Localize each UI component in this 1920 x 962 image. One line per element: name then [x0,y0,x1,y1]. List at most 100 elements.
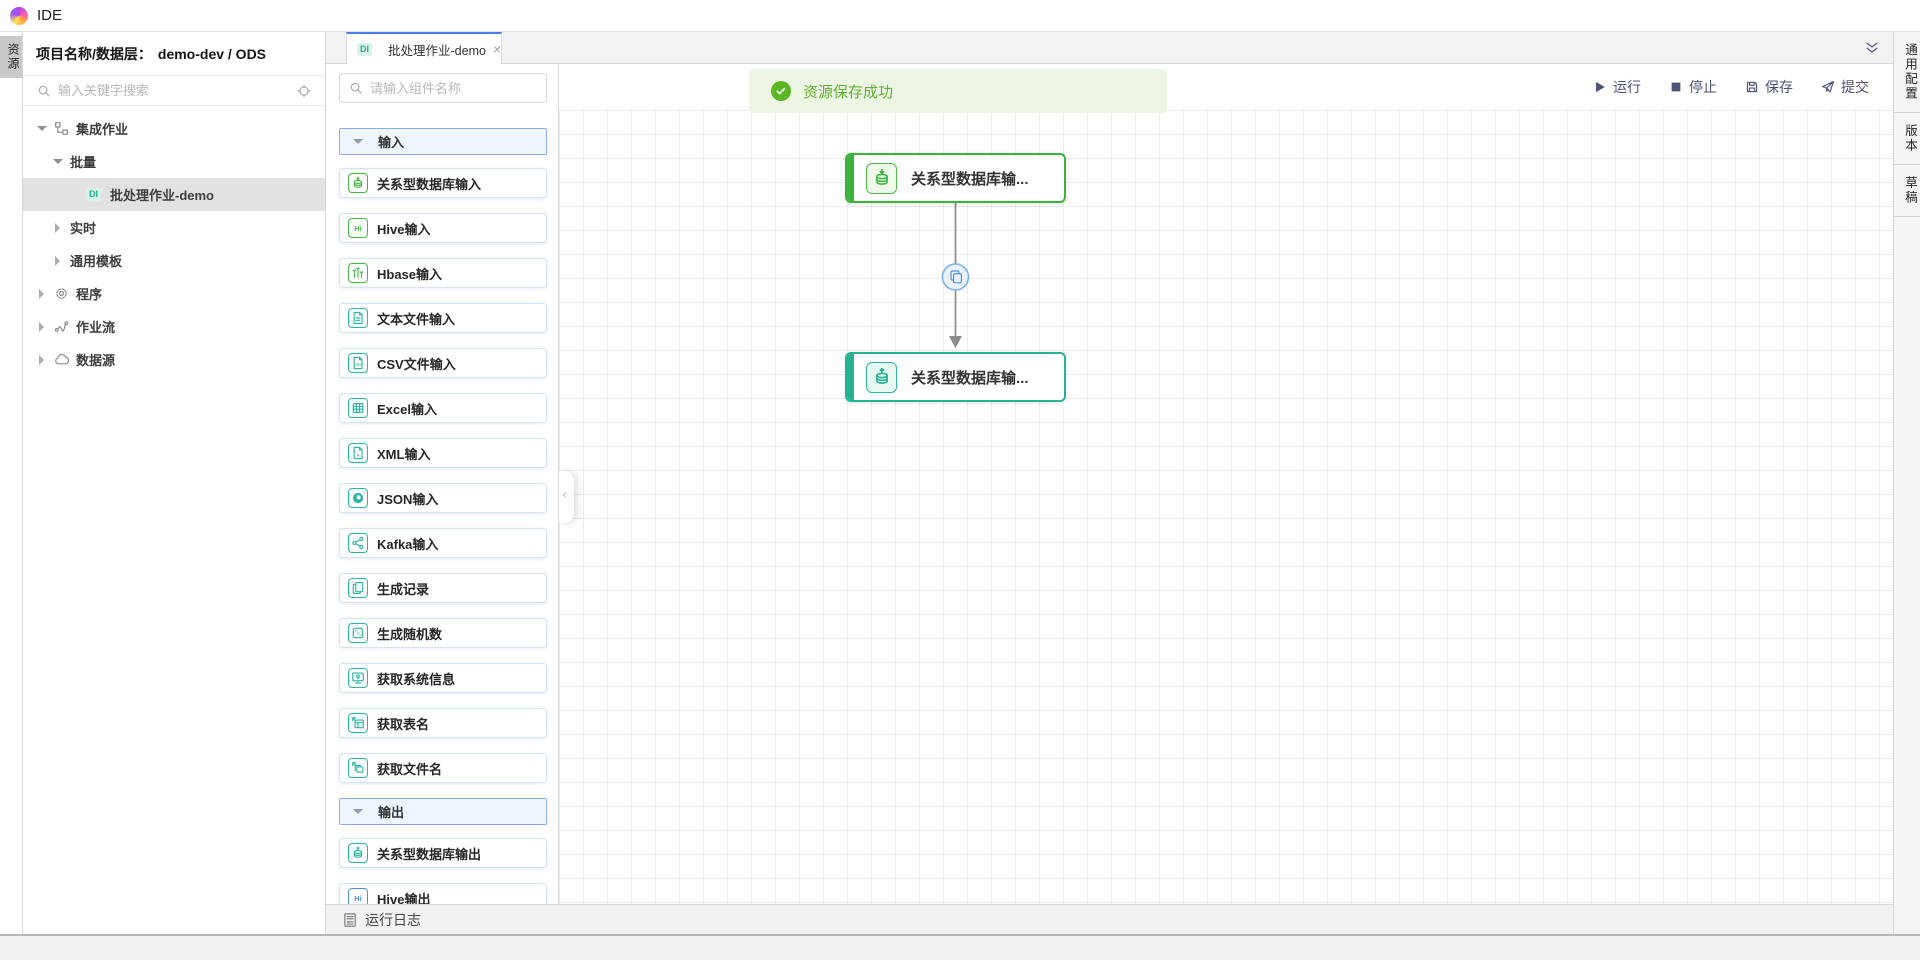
component-section-header[interactable]: 输出 [339,798,547,825]
di-badge: DI [86,188,101,201]
component-item-label: 生成随机数 [377,626,443,642]
component-item[interactable]: 关系型数据库输出 [339,838,547,868]
component-item[interactable]: 生成记录 [339,573,547,603]
tree-item[interactable]: 数据源 [23,343,325,376]
svg-text:CSV: CSV [355,363,362,367]
save-success-toast: 资源保存成功 [749,69,1167,113]
locate-icon[interactable] [297,83,311,98]
tree-item-label: 通用模板 [70,254,123,269]
main-area: 资源 项目名称/数据层： demo-dev / ODS 集成作业批量DI批处理作… [0,32,1920,936]
component-item[interactable]: 获取文件名 [339,753,547,783]
node-relational-db-input[interactable]: 关系型数据库输... [845,153,1066,203]
table-name-icon [348,713,368,733]
component-item-label: Hive输出 [377,891,431,905]
section-chevron-icon [353,809,363,814]
tree-chevron-icon[interactable] [53,256,62,266]
records-icon [348,578,368,598]
tree-item-label: 集成作业 [76,122,129,137]
monitor-icon [348,668,368,688]
component-item-label: 获取文件名 [377,761,443,777]
node-accent-bar [847,155,854,201]
tree-chevron-icon[interactable] [37,355,46,365]
kafka-icon [348,533,368,553]
hive-icon: Hi [348,218,368,238]
component-search-input[interactable] [370,80,546,96]
rail-tab-resources[interactable]: 资源 [0,36,22,78]
component-item[interactable]: Hbase输入 [339,258,547,288]
text-file-icon [348,308,368,328]
json-icon [348,488,368,508]
section-label: 输入 [378,135,405,150]
tab-batch-job-demo[interactable]: DI 批处理作业-demo × [346,32,502,64]
tree-item[interactable]: 批量 [23,145,325,178]
datasource-icon [54,352,69,367]
component-search-box [339,73,547,103]
canvas-grid[interactable] [559,110,1893,904]
component-item[interactable]: 关系型数据库输入 [339,168,547,198]
resource-sidebar: 项目名称/数据层： demo-dev / ODS 集成作业批量DI批处理作业-d… [23,32,326,934]
right-rail-tab[interactable]: 版本 [1894,113,1920,165]
flow-icon [54,319,69,334]
chevron-left-icon [560,490,574,504]
section-chevron-icon [353,139,363,144]
play-icon [1593,80,1607,94]
right-rail-tab[interactable]: 草稿 [1894,165,1920,217]
tree-chevron-icon[interactable] [37,289,46,299]
tree-chevron-icon[interactable] [53,157,63,166]
component-item-label: JSON输入 [377,491,439,507]
tree-item-label: 作业流 [76,320,116,335]
svg-text:Hi: Hi [354,224,361,233]
tree-chevron-icon[interactable] [37,322,46,332]
run-log-label: 运行日志 [365,911,421,928]
project-header-value: demo-dev / ODS [157,45,267,62]
component-item-label: 文本文件输入 [377,311,456,327]
save-icon [1745,80,1759,94]
component-item[interactable]: 生成随机数 [339,618,547,648]
tree-item[interactable]: 程序 [23,277,325,310]
component-item[interactable]: 获取表名 [339,708,547,738]
flow-canvas: 运行 停止 保存 提交 [559,64,1893,904]
tab-label: 批处理作业-demo [388,43,486,58]
component-item[interactable]: Kafka输入 [339,528,547,558]
component-item[interactable]: 获取系统信息 [339,663,547,693]
component-item-label: Kafka输入 [377,536,439,552]
tree-item[interactable]: 通用模板 [23,244,325,277]
search-icon [37,84,51,98]
double-chevron-down-icon[interactable] [1864,40,1880,56]
submit-button[interactable]: 提交 [1821,77,1869,97]
run-log-bar[interactable]: LOG 运行日志 [326,904,1893,934]
tree-item[interactable]: 集成作业 [23,112,325,145]
component-item[interactable]: 文本文件输入 [339,303,547,333]
tree-chevron-icon[interactable] [53,223,62,233]
run-button[interactable]: 运行 [1593,77,1641,97]
csv-file-icon: CSV [348,353,368,373]
component-item[interactable]: JSON输入 [339,483,547,513]
tree-item[interactable]: 实时 [23,211,325,244]
app-title: IDE [37,7,63,24]
collapse-palette-handle[interactable] [559,471,574,523]
component-section-header[interactable]: 输入 [339,128,547,155]
footer-bar [0,936,1920,960]
save-button[interactable]: 保存 [1745,77,1793,97]
database-input-icon [866,162,897,194]
node-relational-db-output[interactable]: 关系型数据库输... [845,352,1066,402]
app-logo-icon [10,6,28,25]
node-label: 关系型数据库输... [911,369,1029,387]
keyword-search-input[interactable] [58,83,290,98]
tree-chevron-icon[interactable] [37,124,47,133]
node-accent-bar [847,354,854,400]
tab-close-icon[interactable]: × [492,41,502,57]
right-rail-tab[interactable]: 通用配置 [1894,32,1920,113]
tree-item[interactable]: 作业流 [23,310,325,343]
component-item[interactable]: Excel输入 [339,393,547,423]
top-bar: IDE [0,0,1920,32]
stop-button[interactable]: 停止 [1669,77,1717,97]
